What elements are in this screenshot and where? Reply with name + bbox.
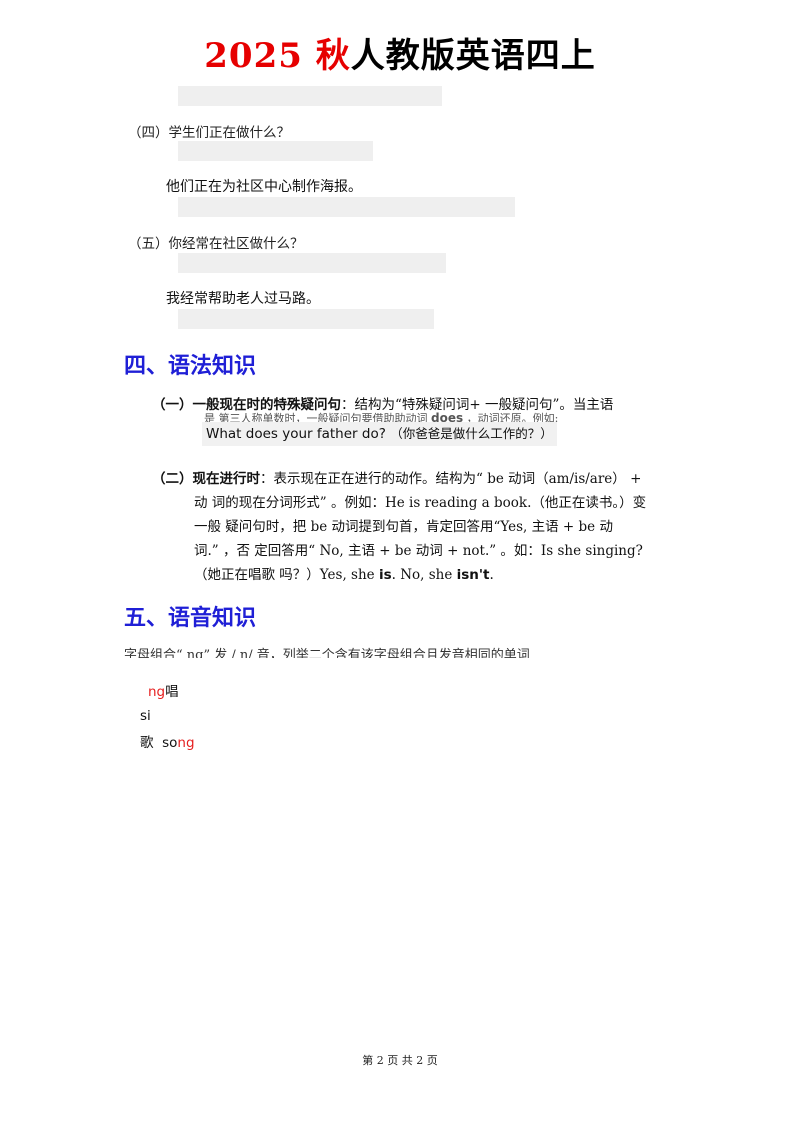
grammar-item-2-line2: 动 词的现在分词形式” 。例如：He is reading a book.（他正…	[194, 495, 647, 511]
song-zh: 歌	[140, 735, 154, 751]
isnt-word: isn't	[456, 567, 490, 583]
grammar-item-2-title: 现在进行时	[192, 471, 261, 487]
grammar-item-2-line3: 一般 疑问句时，把 be 动词提到句首，肯定回答用“Yes, 主语 + be 动	[194, 519, 613, 535]
title-year: 2025	[204, 36, 303, 76]
section-heading-grammar: 四、语法知识	[124, 353, 257, 379]
phonics-intro: 字母组合“ ng” 发 / ŋ/ 音，列举二个含有该字母组合且发音相同的单词	[124, 648, 530, 658]
grammar-item-2-line4: 词.” ，否 定回答用“ No, 主语 + be 动词 + not.” 。如：I…	[194, 543, 643, 559]
title-rest: 人教版英语四上	[350, 36, 596, 76]
grammar-item-1-example: What does your father do? （你爸爸是做什么工作的？）	[202, 422, 557, 446]
song-red: ng	[177, 735, 195, 751]
word-song: 歌 song	[140, 731, 195, 755]
section-heading-phonics: 五、语音知识	[124, 605, 257, 631]
grammar-item-1-text: 结构为“特殊疑问词+ 一般疑问句”。当主语	[354, 397, 614, 413]
song-black: so	[162, 735, 178, 751]
colon: ：	[260, 471, 274, 487]
hidden-line	[178, 86, 442, 106]
hidden-line	[178, 253, 446, 273]
line5-b: . No, she	[391, 567, 457, 583]
grammar-item-2-line1: 表示现在正在进行的动作。结构为“ be 动词（am/is/are） +	[273, 471, 642, 487]
does-word: does	[431, 411, 464, 425]
sing-zh: 唱	[165, 684, 179, 700]
grammar-item-2-label: （二）	[152, 471, 193, 487]
answer-4: 他们正在为社区中心制作海报。	[166, 179, 362, 195]
example-zh: （你爸爸是做什么工作的？）	[390, 426, 553, 441]
grammar-item-2: （二）现在进行时：表示现在正在进行的动作。结构为“ be 动词（am/is/ar…	[152, 467, 692, 491]
line5-a: （她正在唱歌 吗？）Yes, she	[194, 567, 379, 583]
hidden-line	[178, 141, 373, 161]
question-5: （五）你经常在社区做什么？	[128, 236, 304, 252]
answer-5: 我经常帮助老人过马路。	[166, 291, 320, 307]
grammar-item-1-overlap: 是 第三人称单数时，一般疑问句要借助助动词 does ，动词还原。例如:	[204, 410, 674, 426]
ng-red: ng	[148, 684, 166, 700]
word-sing-prefix: si	[140, 708, 151, 724]
grammar-item-1-label: （一）	[152, 397, 193, 413]
overlap-text: 是 第三人称单数时，一般疑问句要借助助动词	[204, 412, 428, 425]
colon: ：	[341, 397, 355, 413]
grammar-item-1: （一）一般现在时的特殊疑问句：结构为“特殊疑问词+ 一般疑问句”。当主语	[152, 393, 692, 417]
hidden-line	[178, 309, 434, 329]
question-4: （四）学生们正在做什么？	[128, 125, 290, 141]
grammar-item-2-line5: （她正在唱歌 吗？）Yes, she is. No, she isn't.	[194, 563, 694, 587]
hidden-line	[178, 197, 515, 217]
line5-c: .	[489, 567, 494, 583]
example-en: What does your father do?	[206, 426, 386, 442]
title-season: 秋	[315, 36, 351, 76]
word-sing-part: ng唱	[148, 680, 179, 704]
overlap-end: ，动词还原。例如:	[466, 412, 559, 425]
is-word: is	[378, 567, 392, 583]
grammar-item-1-title: 一般现在时的特殊疑问句	[192, 397, 342, 413]
page-title: 2025 秋人教版英语四上	[0, 28, 800, 77]
page-footer: 第 2 页 共 2 页	[362, 1054, 438, 1067]
